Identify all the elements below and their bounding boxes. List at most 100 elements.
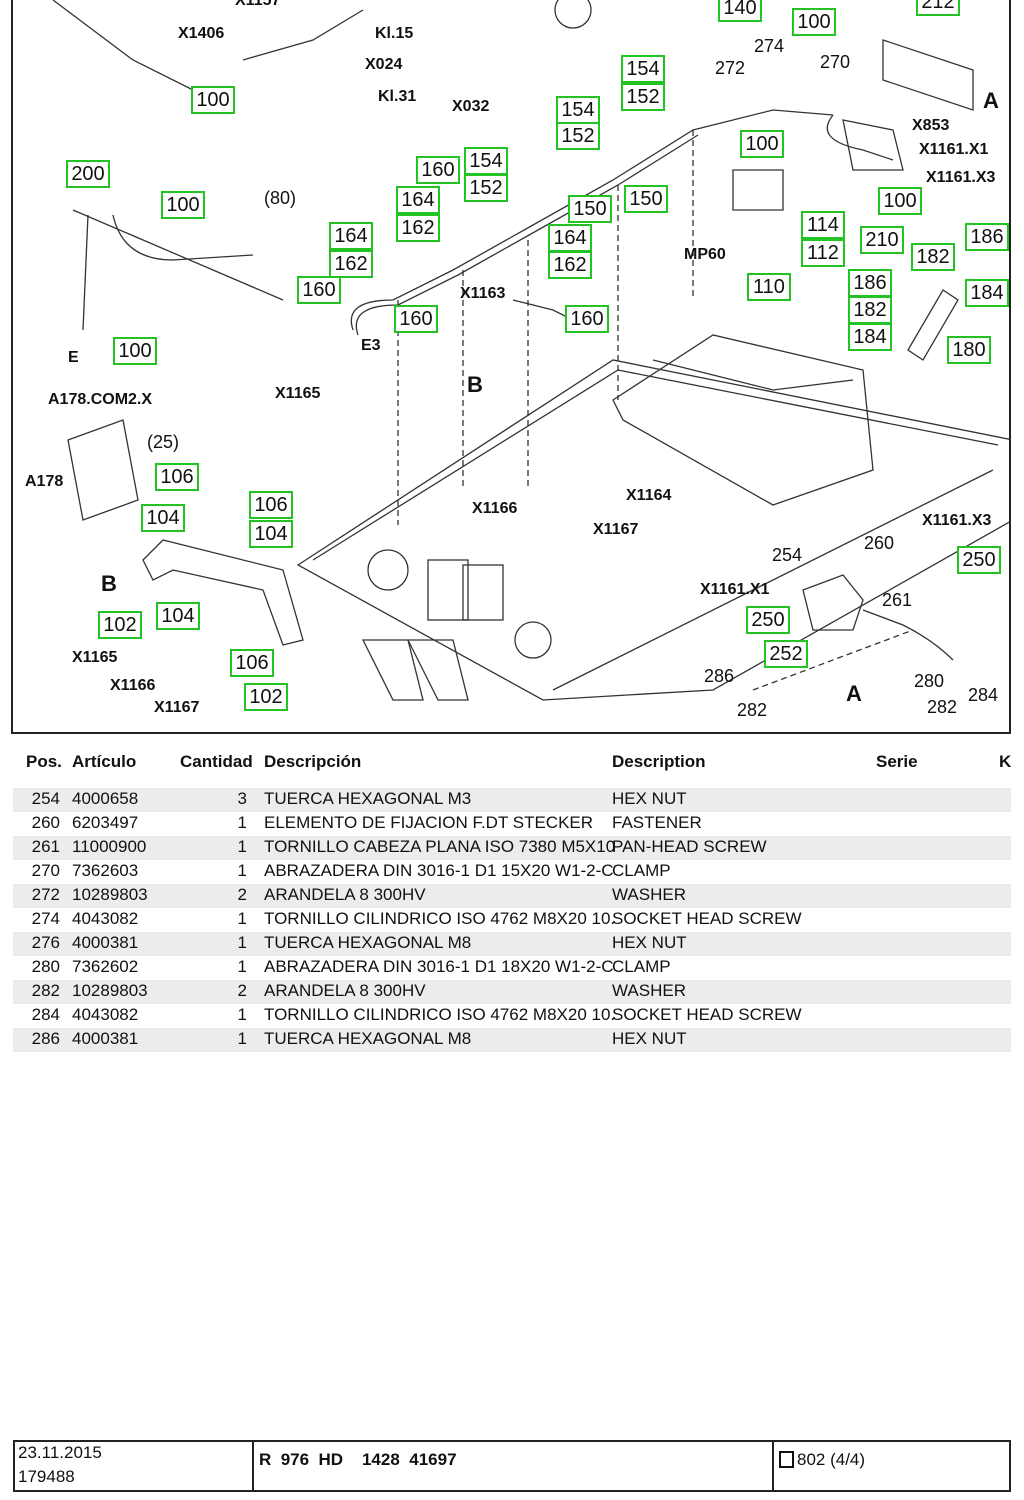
cell-article: 4000658 bbox=[72, 789, 139, 808]
cell-desc-es: TORNILLO CILINDRICO ISO 4762 M8X20 10. bbox=[264, 909, 616, 928]
col-header-article: Artículo bbox=[72, 752, 137, 771]
diagram-linework bbox=[52, 0, 1009, 701]
label-x1161-x3: X1161.X3 bbox=[926, 169, 996, 186]
cell-desc-en: PAN-HEAD SCREW bbox=[612, 837, 767, 856]
cell-qty: 1 bbox=[237, 861, 247, 880]
label-x1406: X1406 bbox=[178, 25, 225, 42]
callout-152: 152 bbox=[556, 122, 600, 150]
callout-150: 150 bbox=[568, 195, 612, 223]
label-25: (25) bbox=[147, 432, 180, 452]
label-261: 261 bbox=[882, 590, 913, 610]
col-header-k: K bbox=[999, 752, 1012, 771]
label-a178-com2-x: A178.COM2.X bbox=[48, 391, 153, 408]
cell-desc-es: ELEMENTO DE FIJACION F.DT STECKER bbox=[264, 813, 594, 832]
cell-article: 4000381 bbox=[72, 1029, 139, 1048]
label-x1157: X1157 bbox=[235, 0, 281, 9]
callout-112: 112 bbox=[801, 239, 845, 267]
table-row: 270 7362603 1 ABRAZADERA DIN 3016-1 D1 1… bbox=[13, 860, 1011, 884]
label-detail-a: A bbox=[846, 681, 862, 706]
col-header-desc-en: Description bbox=[612, 752, 706, 771]
cell-article: 11000900 bbox=[72, 837, 147, 856]
parts-table: 254 4000658 3 TUERCA HEXAGONAL M3 HEX NU… bbox=[13, 788, 1011, 1052]
table-row: 276 4000381 1 TUERCA HEXAGONAL M8 HEX NU… bbox=[13, 932, 1011, 956]
footer-page-number: 802 (4/4) bbox=[797, 1450, 866, 1469]
cell-pos: 280 bbox=[31, 957, 60, 976]
callout-250: 250 bbox=[746, 606, 790, 634]
callout-210: 210 bbox=[860, 226, 904, 254]
table-row: 272 10289803 2 ARANDELA 8 300HV WASHER bbox=[13, 884, 1011, 908]
cell-pos: 261 bbox=[31, 837, 60, 856]
callout-100: 100 bbox=[740, 130, 784, 158]
cell-pos: 270 bbox=[31, 861, 60, 880]
label-x1166: X1166 bbox=[110, 677, 156, 694]
cell-pos: 282 bbox=[31, 981, 60, 1000]
cell-qty: 1 bbox=[237, 909, 247, 928]
label-x1161-x3: X1161.X3 bbox=[922, 512, 992, 529]
label-e3: E3 bbox=[361, 337, 381, 354]
callout-164: 164 bbox=[329, 222, 373, 250]
cell-article: 7362603 bbox=[72, 861, 139, 880]
label-e: E bbox=[68, 349, 79, 366]
cell-qty: 2 bbox=[237, 885, 247, 904]
callout-250: 250 bbox=[957, 546, 1001, 574]
callout-160: 160 bbox=[394, 305, 438, 333]
table-row: 286 4000381 1 TUERCA HEXAGONAL M8 HEX NU… bbox=[13, 1028, 1011, 1052]
callout-104: 104 bbox=[141, 504, 185, 532]
cell-desc-en: HEX NUT bbox=[612, 1029, 687, 1048]
cell-desc-es: TORNILLO CILINDRICO ISO 4762 M8X20 10. bbox=[264, 1005, 616, 1024]
cell-desc-en: FASTENER bbox=[612, 813, 702, 832]
callout-110: 110 bbox=[747, 273, 791, 301]
cell-article: 4043082 bbox=[72, 1005, 139, 1024]
cell-desc-en: HEX NUT bbox=[612, 933, 687, 952]
label-mp60: MP60 bbox=[684, 246, 726, 263]
col-header-pos: Pos. bbox=[26, 752, 62, 771]
cell-desc-en: HEX NUT bbox=[612, 789, 687, 808]
cell-desc-es: TUERCA HEXAGONAL M3 bbox=[264, 789, 472, 808]
exploded-parts-diagram: 140 100 212 100 154 152 154 152 100 160 … bbox=[11, 0, 1011, 734]
callout-252: 252 bbox=[764, 640, 808, 668]
cell-article: 7362602 bbox=[72, 957, 139, 976]
cell-desc-en: SOCKET HEAD SCREW bbox=[612, 909, 802, 928]
label-284: 284 bbox=[968, 685, 999, 705]
label-x1165: X1165 bbox=[275, 385, 321, 402]
callout-162: 162 bbox=[548, 251, 592, 279]
callout-100: 100 bbox=[878, 187, 922, 215]
callout-182: 182 bbox=[911, 243, 955, 271]
cell-desc-es: TUERCA HEXAGONAL M8 bbox=[264, 1029, 472, 1048]
label-280: 280 bbox=[914, 671, 945, 691]
callout-152: 152 bbox=[464, 174, 508, 202]
table-row: 280 7362602 1 ABRAZADERA DIN 3016-1 D1 1… bbox=[13, 956, 1011, 980]
cell-article: 4000381 bbox=[72, 933, 139, 952]
footer-meta: 23.11.2015 179488 bbox=[18, 1443, 102, 1493]
table-row: 284 4043082 1 TORNILLO CILINDRICO ISO 47… bbox=[13, 1004, 1011, 1028]
callout-102: 102 bbox=[98, 611, 142, 639]
callout-160: 160 bbox=[297, 276, 341, 304]
col-header-desc-es: Descripción bbox=[264, 752, 362, 771]
footer-date: 23.11.2015 bbox=[18, 1443, 102, 1462]
page-icon bbox=[779, 1451, 794, 1468]
cell-qty: 3 bbox=[237, 789, 247, 808]
cell-qty: 1 bbox=[237, 1029, 247, 1048]
callout-114: 114 bbox=[801, 211, 845, 239]
label-260: 260 bbox=[864, 533, 895, 553]
callout-186: 186 bbox=[965, 223, 1009, 251]
callout-186: 186 bbox=[848, 269, 892, 297]
cell-article: 4043082 bbox=[72, 909, 139, 928]
cell-qty: 1 bbox=[237, 813, 247, 832]
label-x1165: X1165 bbox=[72, 649, 118, 666]
label-a178: A178 bbox=[25, 473, 64, 490]
label-x032: X032 bbox=[452, 98, 490, 115]
callout-100: 100 bbox=[792, 8, 836, 36]
document-footer: 23.11.2015 179488 R 976 HD 1428 41697 80… bbox=[13, 1440, 1011, 1492]
footer-page: 802 (4/4) bbox=[779, 1450, 865, 1500]
cell-desc-en: CLAMP bbox=[612, 957, 671, 976]
col-header-qty: Cantidad bbox=[180, 752, 253, 771]
label-270: 270 bbox=[820, 52, 851, 72]
label-254: 254 bbox=[772, 545, 803, 565]
cell-article: 10289803 bbox=[72, 981, 148, 1000]
cell-desc-en: SOCKET HEAD SCREW bbox=[612, 1005, 802, 1024]
cell-pos: 272 bbox=[31, 885, 60, 904]
callout-162: 162 bbox=[329, 250, 373, 278]
label-x1164: X1164 bbox=[626, 487, 672, 504]
label-282: 282 bbox=[927, 697, 958, 717]
